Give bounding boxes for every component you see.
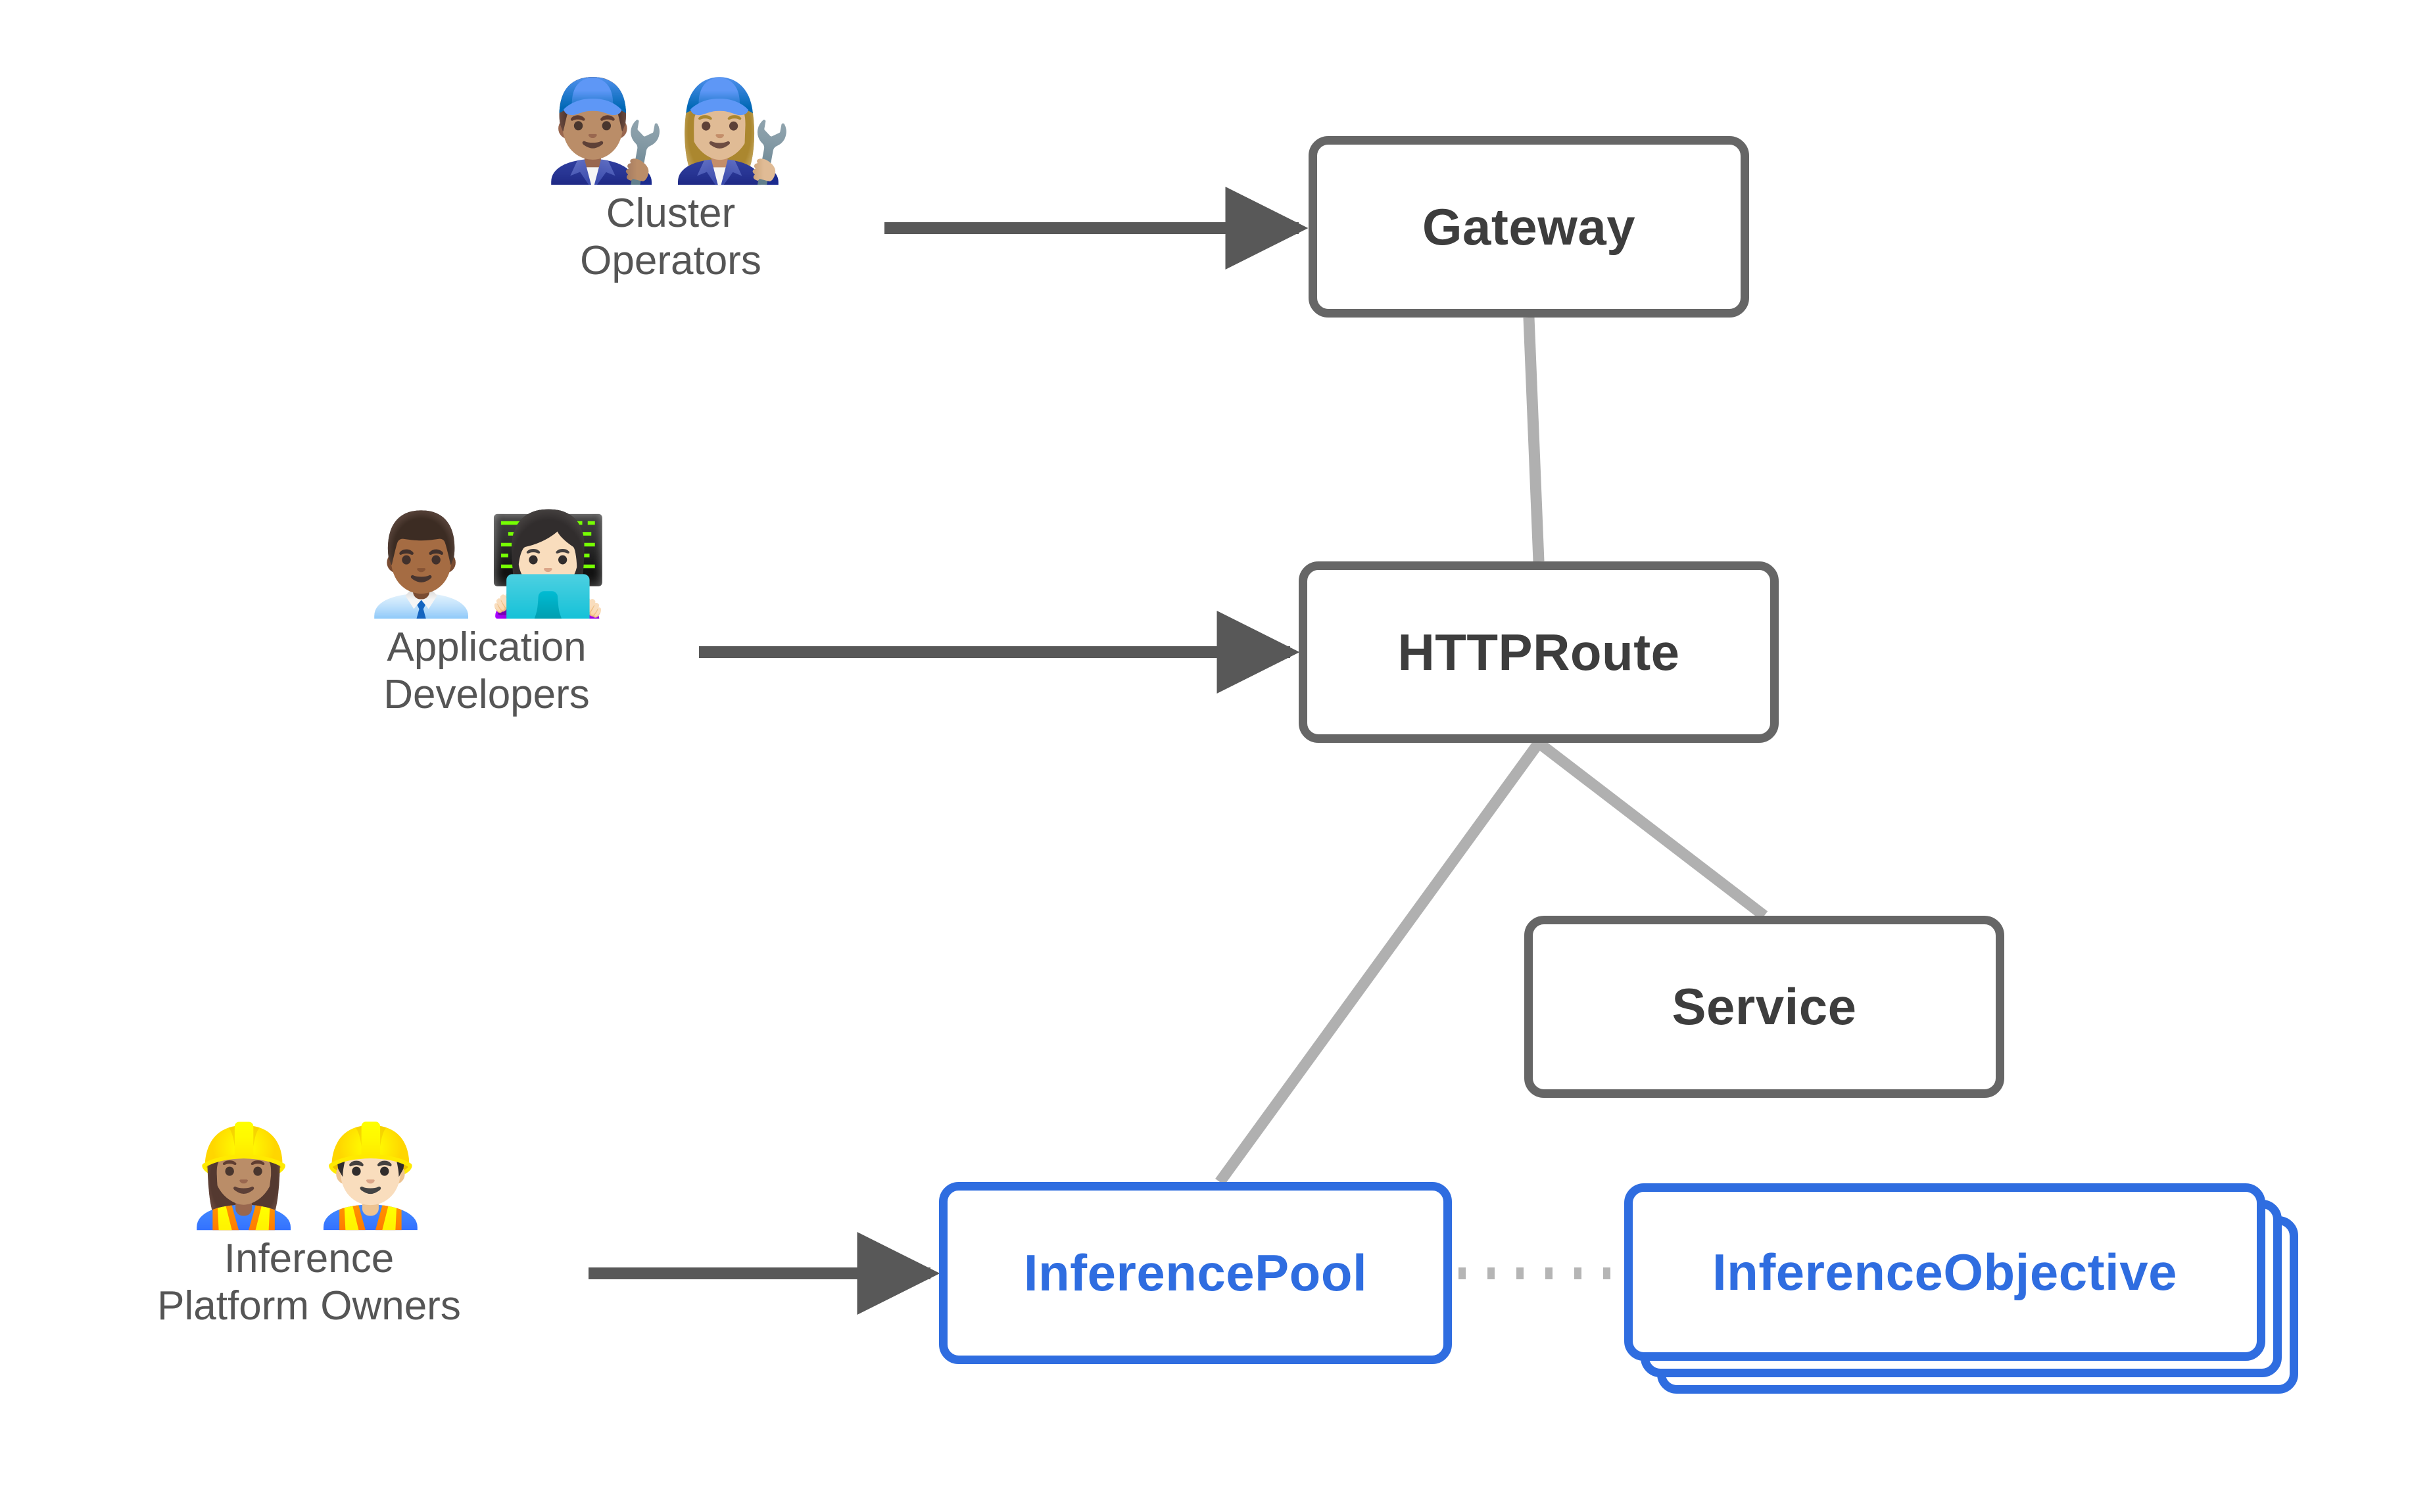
node-inferencepool-label: InferencePool bbox=[1023, 1244, 1368, 1302]
node-service[interactable]: Service bbox=[1524, 916, 2004, 1098]
node-service-label: Service bbox=[1672, 978, 1857, 1035]
cluster-operators-emoji: 👨🏽‍🔧👩🏼‍🔧 bbox=[544, 74, 798, 188]
persona-inference-platform-owners: 👷🏽‍♀️👷🏻‍♂️ Inference Platform Owners bbox=[72, 1124, 546, 1330]
edge-httproute-to-service bbox=[1535, 738, 1768, 920]
node-httproute[interactable]: HTTPRoute bbox=[1299, 561, 1779, 743]
node-gateway[interactable]: Gateway bbox=[1309, 136, 1749, 318]
application-developers-emoji: 👨🏾‍💼👩🏻‍💻 bbox=[360, 508, 614, 622]
node-gateway-label: Gateway bbox=[1422, 197, 1636, 256]
inference-platform-owners-emoji: 👷🏽‍♀️👷🏻‍♂️ bbox=[182, 1119, 436, 1233]
application-developers-label: Application Developers bbox=[383, 625, 590, 717]
node-httproute-label: HTTPRoute bbox=[1397, 623, 1680, 681]
cluster-operators-label: Cluster Operators bbox=[580, 191, 761, 283]
node-inferenceobjective[interactable]: InferenceObjective bbox=[1624, 1183, 2265, 1361]
edge-httproute-to-inferencepool bbox=[1215, 740, 1543, 1185]
edge-gateway-to-httproute bbox=[1523, 317, 1545, 562]
node-inferenceobjective-label: InferenceObjective bbox=[1712, 1242, 2177, 1301]
node-inferencepool[interactable]: InferencePool bbox=[939, 1182, 1452, 1364]
inference-platform-owners-label: Inference Platform Owners bbox=[157, 1236, 461, 1329]
persona-cluster-operators: 👨🏽‍🔧👩🏼‍🔧 Cluster Operators bbox=[500, 79, 842, 285]
persona-application-developers: 👨🏾‍💼👩🏻‍💻 Application Developers bbox=[302, 513, 671, 719]
